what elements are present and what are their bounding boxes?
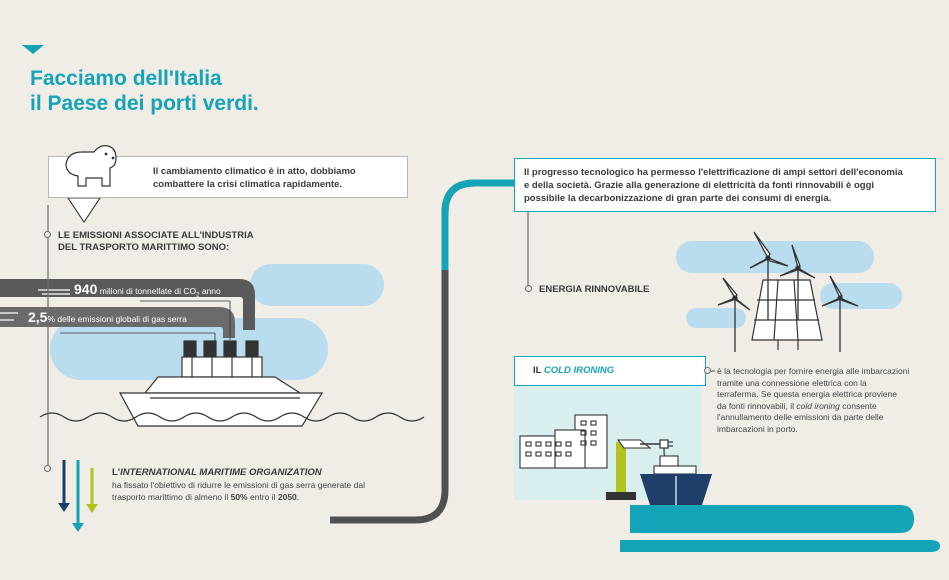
- smoke-bands: [0, 279, 255, 345]
- wind-turbines: [717, 231, 859, 352]
- progress-line-2: e della società. Grazie alla generazione…: [524, 180, 875, 191]
- crane: [606, 439, 660, 500]
- bullet-ring: [704, 367, 711, 374]
- climate-line-1: Il cambiamento climatico è in atto, dobb…: [153, 166, 356, 177]
- page-title-line-1: Facciamo dell'Italia: [30, 67, 222, 90]
- buildings: [519, 414, 608, 469]
- renewable-label: ENERGIA RINNOVABILE: [539, 284, 650, 295]
- stat-share-value: 2,5: [28, 309, 48, 325]
- cold-ironing-italic: COLD IRONING: [543, 365, 615, 376]
- docked-ship: [640, 455, 712, 505]
- sea-band: [630, 505, 914, 533]
- cold-desc-line-3: terraferma. Se questa energia elettrica …: [717, 389, 898, 399]
- bullet-ring: [525, 285, 532, 292]
- imo-title-prefix: L': [112, 467, 121, 478]
- emissions-heading-1: LE EMISSIONI ASSOCIATE ALL'INDUSTRIA: [58, 230, 254, 241]
- bullet-ring: [44, 231, 51, 238]
- page-title-line-2: il Paese dei porti verdi.: [30, 92, 259, 115]
- reduction-arrows: [58, 460, 98, 532]
- imo-line-2: trasporto marittimo di almeno il 50% ent…: [112, 492, 299, 504]
- cold-ironing-box: IL COLD IRONING: [514, 356, 706, 386]
- bullet-ring: [44, 465, 51, 472]
- cold-desc-line-6: imbarcazioni in porto.: [717, 423, 798, 434]
- cold-ironing-label: IL COLD IRONING: [533, 365, 614, 377]
- sea-waves: [39, 412, 425, 422]
- progress-line-3: possibile la decarbonizzazione di gran p…: [524, 193, 832, 204]
- stat-co2-value: 940: [74, 281, 98, 297]
- stat-share: 2,5% delle emissioni globali di gas serr…: [28, 309, 187, 325]
- progress-line-1: Il progresso tecnologico ha permesso l'e…: [524, 167, 903, 178]
- cold-desc-line-2: tramite una connessione elettrica con la: [717, 377, 867, 388]
- chevron-down-icon: [22, 45, 44, 54]
- cold-desc-line-4-a: da fonti rinnovabili, il: [717, 400, 795, 411]
- imo-line-2-c: entro il: [249, 492, 276, 502]
- imo-line-1: ha fissato l'obiettivo di ridurre le emi…: [112, 480, 365, 490]
- imo-line-2-a: trasporto marittimo di almeno il: [112, 492, 229, 502]
- ship-illustration: [118, 340, 324, 427]
- emissions-heading-2: DEL TRASPORTO MARITTIMO SONO:: [58, 242, 230, 253]
- imo-line-2-e: .: [296, 492, 300, 502]
- renewable-clouds: [676, 241, 902, 328]
- cold-desc-line-5: l'annullamento delle emissioni da parte …: [717, 412, 884, 422]
- cold-desc-line-4-c: consente: [842, 400, 877, 411]
- solar-panel: [751, 279, 823, 350]
- stat-co2-suffix: anno: [201, 286, 221, 296]
- cold-desc-line-1: è la tecnologia per fornire energia alle…: [717, 366, 910, 376]
- stat-co2: 940 milioni di tonnellate di CO2 anno: [74, 281, 221, 299]
- progress-message-box: Il progresso tecnologico ha permesso l'e…: [514, 158, 936, 212]
- flow-curve: [330, 179, 515, 524]
- imo-title: L'INTERNATIONAL MARITIME ORGANIZATION: [112, 467, 322, 479]
- stat-share-text: % delle emissioni globali di gas serra: [47, 314, 187, 324]
- imo-title-italic: INTERNATIONAL MARITIME ORGANIZATION: [120, 467, 322, 478]
- imo-target-percent: 50%: [230, 492, 248, 502]
- stat-co2-text: milioni di tonnellate di CO: [99, 286, 197, 296]
- stat-co2-sub: 2: [196, 292, 200, 299]
- polar-bear-icon: [65, 145, 117, 187]
- imo-target-year: 2050: [277, 492, 297, 502]
- cold-ironing-description: è la tecnologia per fornire energia alle…: [717, 366, 939, 435]
- cold-ironing-prefix: IL: [533, 365, 542, 376]
- cold-desc-line-4-b: cold ironing: [796, 400, 840, 411]
- climate-line-2: combattere la crisi climatica rapidament…: [153, 179, 343, 190]
- cold-desc-line-4: da fonti rinnovabili, il cold ironing co…: [717, 401, 939, 413]
